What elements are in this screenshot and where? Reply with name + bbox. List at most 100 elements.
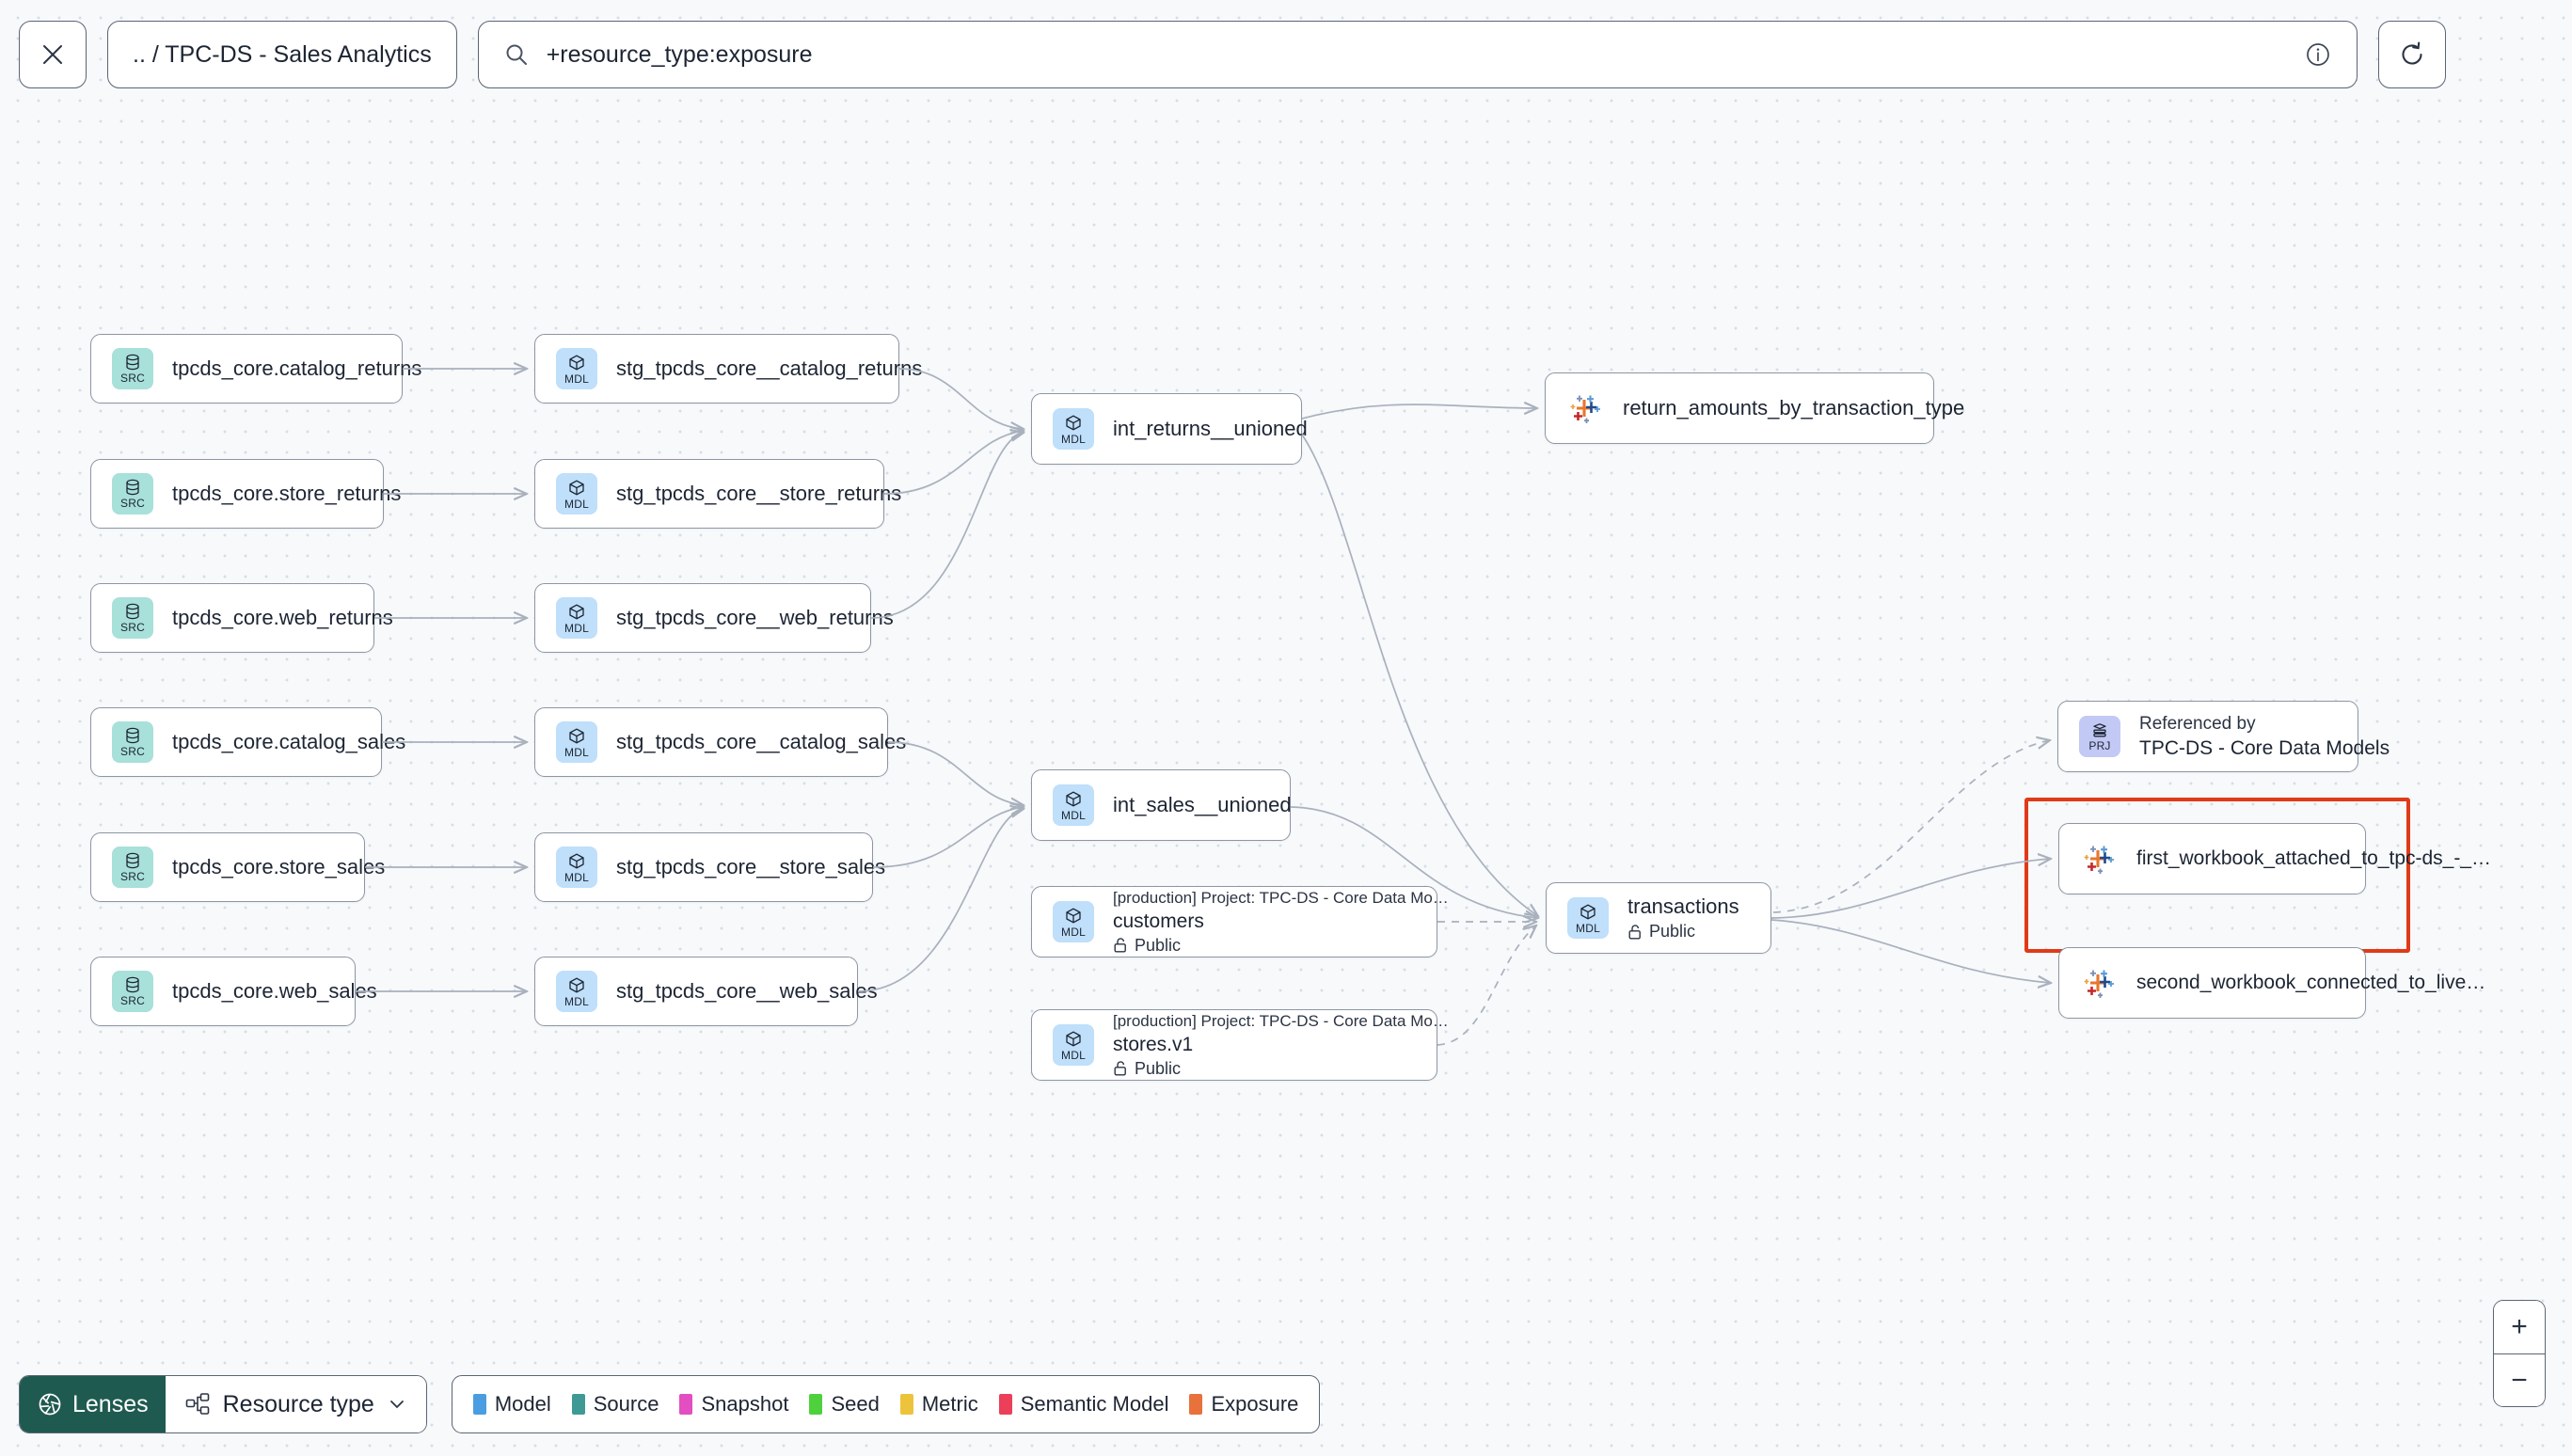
graph-node-customers[interactable]: MDL [production] Project: TPC-DS - Core … (1031, 886, 1449, 957)
graph-node-int-returns-unioned[interactable]: MDL int_returns__unioned (1031, 393, 1308, 465)
graph-node-referenced-by-project[interactable]: PRJ Referenced by TPC-DS - Core Data Mod… (2057, 701, 2390, 772)
graph-node-stg-store-sales[interactable]: MDL stg_tpcds_core__store_sales (534, 832, 886, 902)
legend-item-exposure: Exposure (1189, 1392, 1298, 1416)
node-access-meta: Public (1113, 936, 1416, 956)
search-icon (503, 41, 530, 68)
model-badge: MDL (1053, 784, 1094, 826)
graph-node-stores-v1[interactable]: MDL [production] Project: TPC-DS - Core … (1031, 1009, 1449, 1081)
aperture-icon (37, 1391, 63, 1417)
unlock-icon (1627, 924, 1643, 941)
resource-type-label: Resource type (222, 1390, 374, 1417)
badge-text: MDL (1576, 921, 1600, 935)
node-title: tpcds_core.web_returns (172, 606, 393, 629)
tableau-icon (2080, 840, 2118, 878)
model-badge: MDL (1567, 897, 1609, 939)
graph-node-src-catalog-sales[interactable]: SRC tpcds_core.catalog_sales (90, 707, 406, 777)
badge-text: SRC (120, 497, 145, 510)
search-input[interactable]: +resource_type:exposure (477, 21, 2358, 88)
graph-node-stg-catalog-sales[interactable]: MDL stg_tpcds_core__catalog_sales (534, 707, 906, 777)
unlock-icon (1113, 1060, 1128, 1077)
graph-node-stg-store-returns[interactable]: MDL stg_tpcds_core__store_returns (534, 459, 901, 529)
badge-text: MDL (564, 372, 589, 386)
node-project-label: [production] Project: TPC-DS - Core Data… (1113, 888, 1449, 907)
legend-item-snapshot: Snapshot (679, 1392, 788, 1416)
node-title: TPC-DS - Core Data Models (2139, 736, 2390, 759)
breadcrumb[interactable]: .. / TPC-DS - Sales Analytics (107, 21, 457, 88)
node-title: first_workbook_attached_to_tpc-ds_-_… (2136, 847, 2492, 869)
node-title: transactions (1627, 894, 1739, 918)
node-title: int_returns__unioned (1113, 417, 1308, 440)
node-title: stg_tpcds_core__store_sales (616, 855, 886, 878)
graph-node-int-sales-unioned[interactable]: MDL int_sales__unioned (1031, 769, 1292, 841)
badge-text: MDL (564, 621, 589, 635)
hierarchy-icon (184, 1391, 211, 1417)
graph-node-src-catalog-returns[interactable]: SRC tpcds_core.catalog_returns (90, 334, 422, 404)
badge-text: MDL (1061, 925, 1086, 939)
legend-swatch (1189, 1394, 1203, 1415)
graph-node-second-workbook[interactable]: second_workbook_connected_to_live… (2058, 947, 2486, 1019)
node-title: tpcds_core.catalog_sales (172, 730, 406, 753)
search-value: +resource_type:exposure (546, 40, 813, 68)
legend-swatch (809, 1394, 823, 1415)
top-toolbar: .. / TPC-DS - Sales Analytics +resource_… (0, 0, 2572, 109)
lenses-button[interactable]: Lenses (20, 1376, 166, 1432)
graph-node-src-store-returns[interactable]: SRC tpcds_core.store_returns (90, 459, 402, 529)
resource-type-dropdown[interactable]: Resource type (165, 1376, 426, 1432)
resource-type-legend: Model Source Snapshot Seed Metric Semant… (451, 1375, 1321, 1433)
badge-text: SRC (120, 372, 145, 385)
node-title: return_amounts_by_transaction_type (1623, 396, 1965, 419)
node-access-label: Public (1135, 1058, 1182, 1078)
graph-node-src-web-sales[interactable]: SRC tpcds_core.web_sales (90, 957, 377, 1026)
legend-swatch (899, 1394, 913, 1415)
info-icon[interactable] (2304, 40, 2332, 69)
model-badge: MDL (1053, 901, 1094, 942)
badge-text: SRC (120, 621, 145, 634)
zoom-controls: + − (2493, 1300, 2546, 1407)
legend-label: Source (593, 1392, 659, 1416)
close-icon (40, 41, 66, 68)
node-title: stg_tpcds_core__web_returns (616, 606, 894, 629)
graph-node-stg-catalog-returns[interactable]: MDL stg_tpcds_core__catalog_returns (534, 334, 923, 404)
legend-label: Semantic Model (1020, 1392, 1169, 1416)
node-title: tpcds_core.web_sales (172, 979, 377, 1003)
zoom-in-button[interactable]: + (2494, 1301, 2545, 1353)
badge-text: PRJ (2088, 738, 2111, 752)
graph-node-stg-web-returns[interactable]: MDL stg_tpcds_core__web_returns (534, 583, 894, 653)
node-title: tpcds_core.catalog_returns (172, 356, 422, 380)
legend-item-source: Source (571, 1392, 659, 1416)
badge-text: MDL (564, 870, 589, 884)
node-title: second_workbook_connected_to_live… (2136, 972, 2486, 993)
graph-node-src-web-returns[interactable]: SRC tpcds_core.web_returns (90, 583, 393, 653)
legend-label: Seed (831, 1392, 880, 1416)
tableau-icon (1566, 389, 1604, 427)
lenses-label: Lenses (72, 1390, 149, 1417)
source-badge: SRC (112, 721, 153, 763)
source-badge: SRC (112, 348, 153, 389)
bottom-toolbar: Lenses Resource type Model Sourc (19, 1375, 1321, 1433)
tableau-icon (2080, 964, 2118, 1002)
breadcrumb-label: .. / TPC-DS - Sales Analytics (133, 40, 432, 68)
model-badge: MDL (556, 473, 597, 514)
node-access-meta: Public (1627, 922, 1739, 942)
node-project-label: [production] Project: TPC-DS - Core Data… (1113, 1011, 1449, 1030)
graph-node-transactions[interactable]: MDL transactions Public (1546, 882, 1771, 954)
graph-node-stg-web-sales[interactable]: MDL stg_tpcds_core__web_sales (534, 957, 878, 1026)
node-title: tpcds_core.store_returns (172, 482, 402, 505)
zoom-out-button[interactable]: − (2494, 1353, 2545, 1406)
close-button[interactable] (19, 21, 87, 88)
node-title: stg_tpcds_core__web_sales (616, 979, 878, 1003)
model-badge: MDL (556, 971, 597, 1012)
graph-node-return-amounts-by-transaction-type[interactable]: return_amounts_by_transaction_type (1545, 372, 1965, 444)
badge-text: MDL (1061, 1048, 1086, 1062)
node-title: stg_tpcds_core__catalog_returns (616, 356, 923, 380)
badge-text: MDL (564, 497, 589, 511)
node-title: stores.v1 (1113, 1033, 1194, 1055)
node-title: customers (1113, 910, 1204, 932)
refresh-button[interactable] (2377, 21, 2446, 88)
graph-node-first-workbook[interactable]: first_workbook_attached_to_tpc-ds_-_… (2058, 823, 2492, 894)
model-badge: MDL (556, 721, 597, 763)
graph-node-src-store-sales[interactable]: SRC tpcds_core.store_sales (90, 832, 385, 902)
legend-item-model: Model (472, 1392, 551, 1416)
legend-label: Snapshot (701, 1392, 789, 1416)
